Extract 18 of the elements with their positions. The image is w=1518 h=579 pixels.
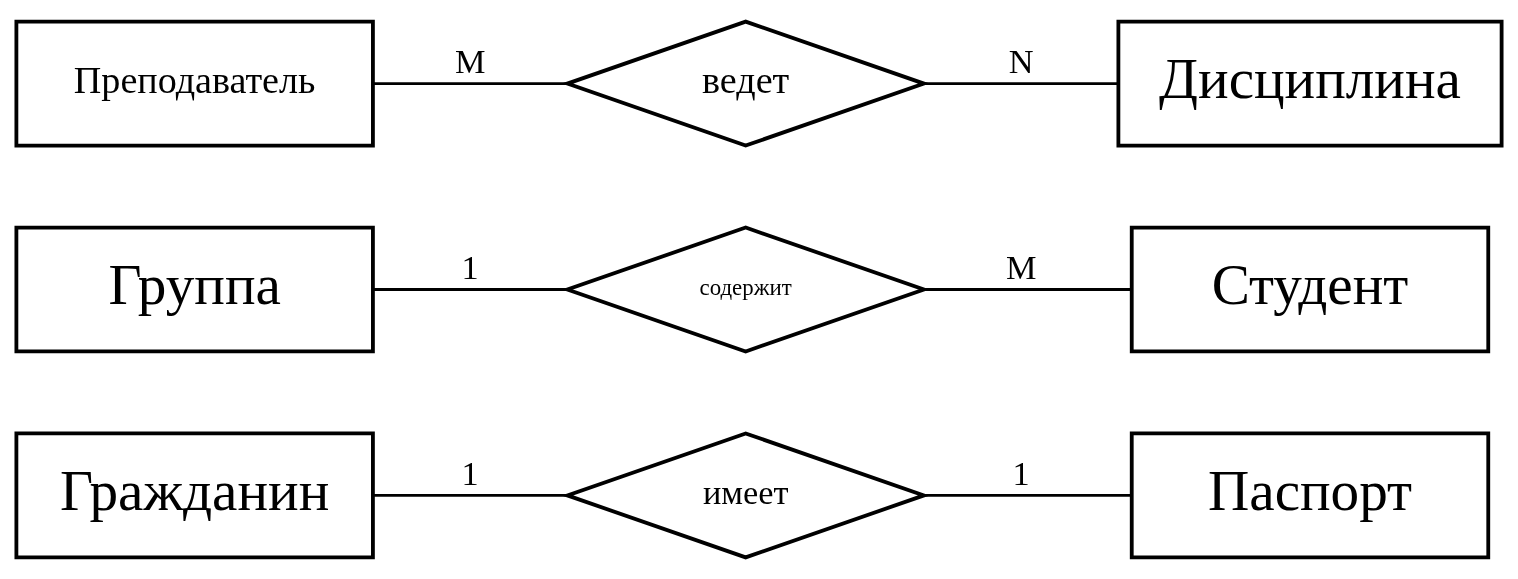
edge-label: 1 bbox=[461, 247, 479, 286]
edge-label: M bbox=[454, 41, 486, 80]
connector bbox=[373, 288, 567, 291]
edge-label: 1 bbox=[461, 453, 479, 492]
edge-label: 1 bbox=[1012, 453, 1030, 492]
edge-label: M bbox=[1005, 247, 1037, 286]
edge-label: N bbox=[1008, 41, 1034, 80]
connector bbox=[373, 82, 567, 86]
connector bbox=[373, 494, 567, 497]
node-box: Дисциплина bbox=[1116, 19, 1504, 148]
connector bbox=[924, 494, 1132, 497]
node-box: Паспорт bbox=[1129, 431, 1491, 560]
node-box: Гражданин bbox=[14, 431, 375, 560]
node-box: Преподаватель bbox=[14, 19, 375, 148]
node-box: Студент bbox=[1129, 225, 1491, 354]
connector bbox=[924, 82, 1119, 86]
node-box: Группа bbox=[14, 225, 375, 354]
connector bbox=[924, 288, 1132, 291]
